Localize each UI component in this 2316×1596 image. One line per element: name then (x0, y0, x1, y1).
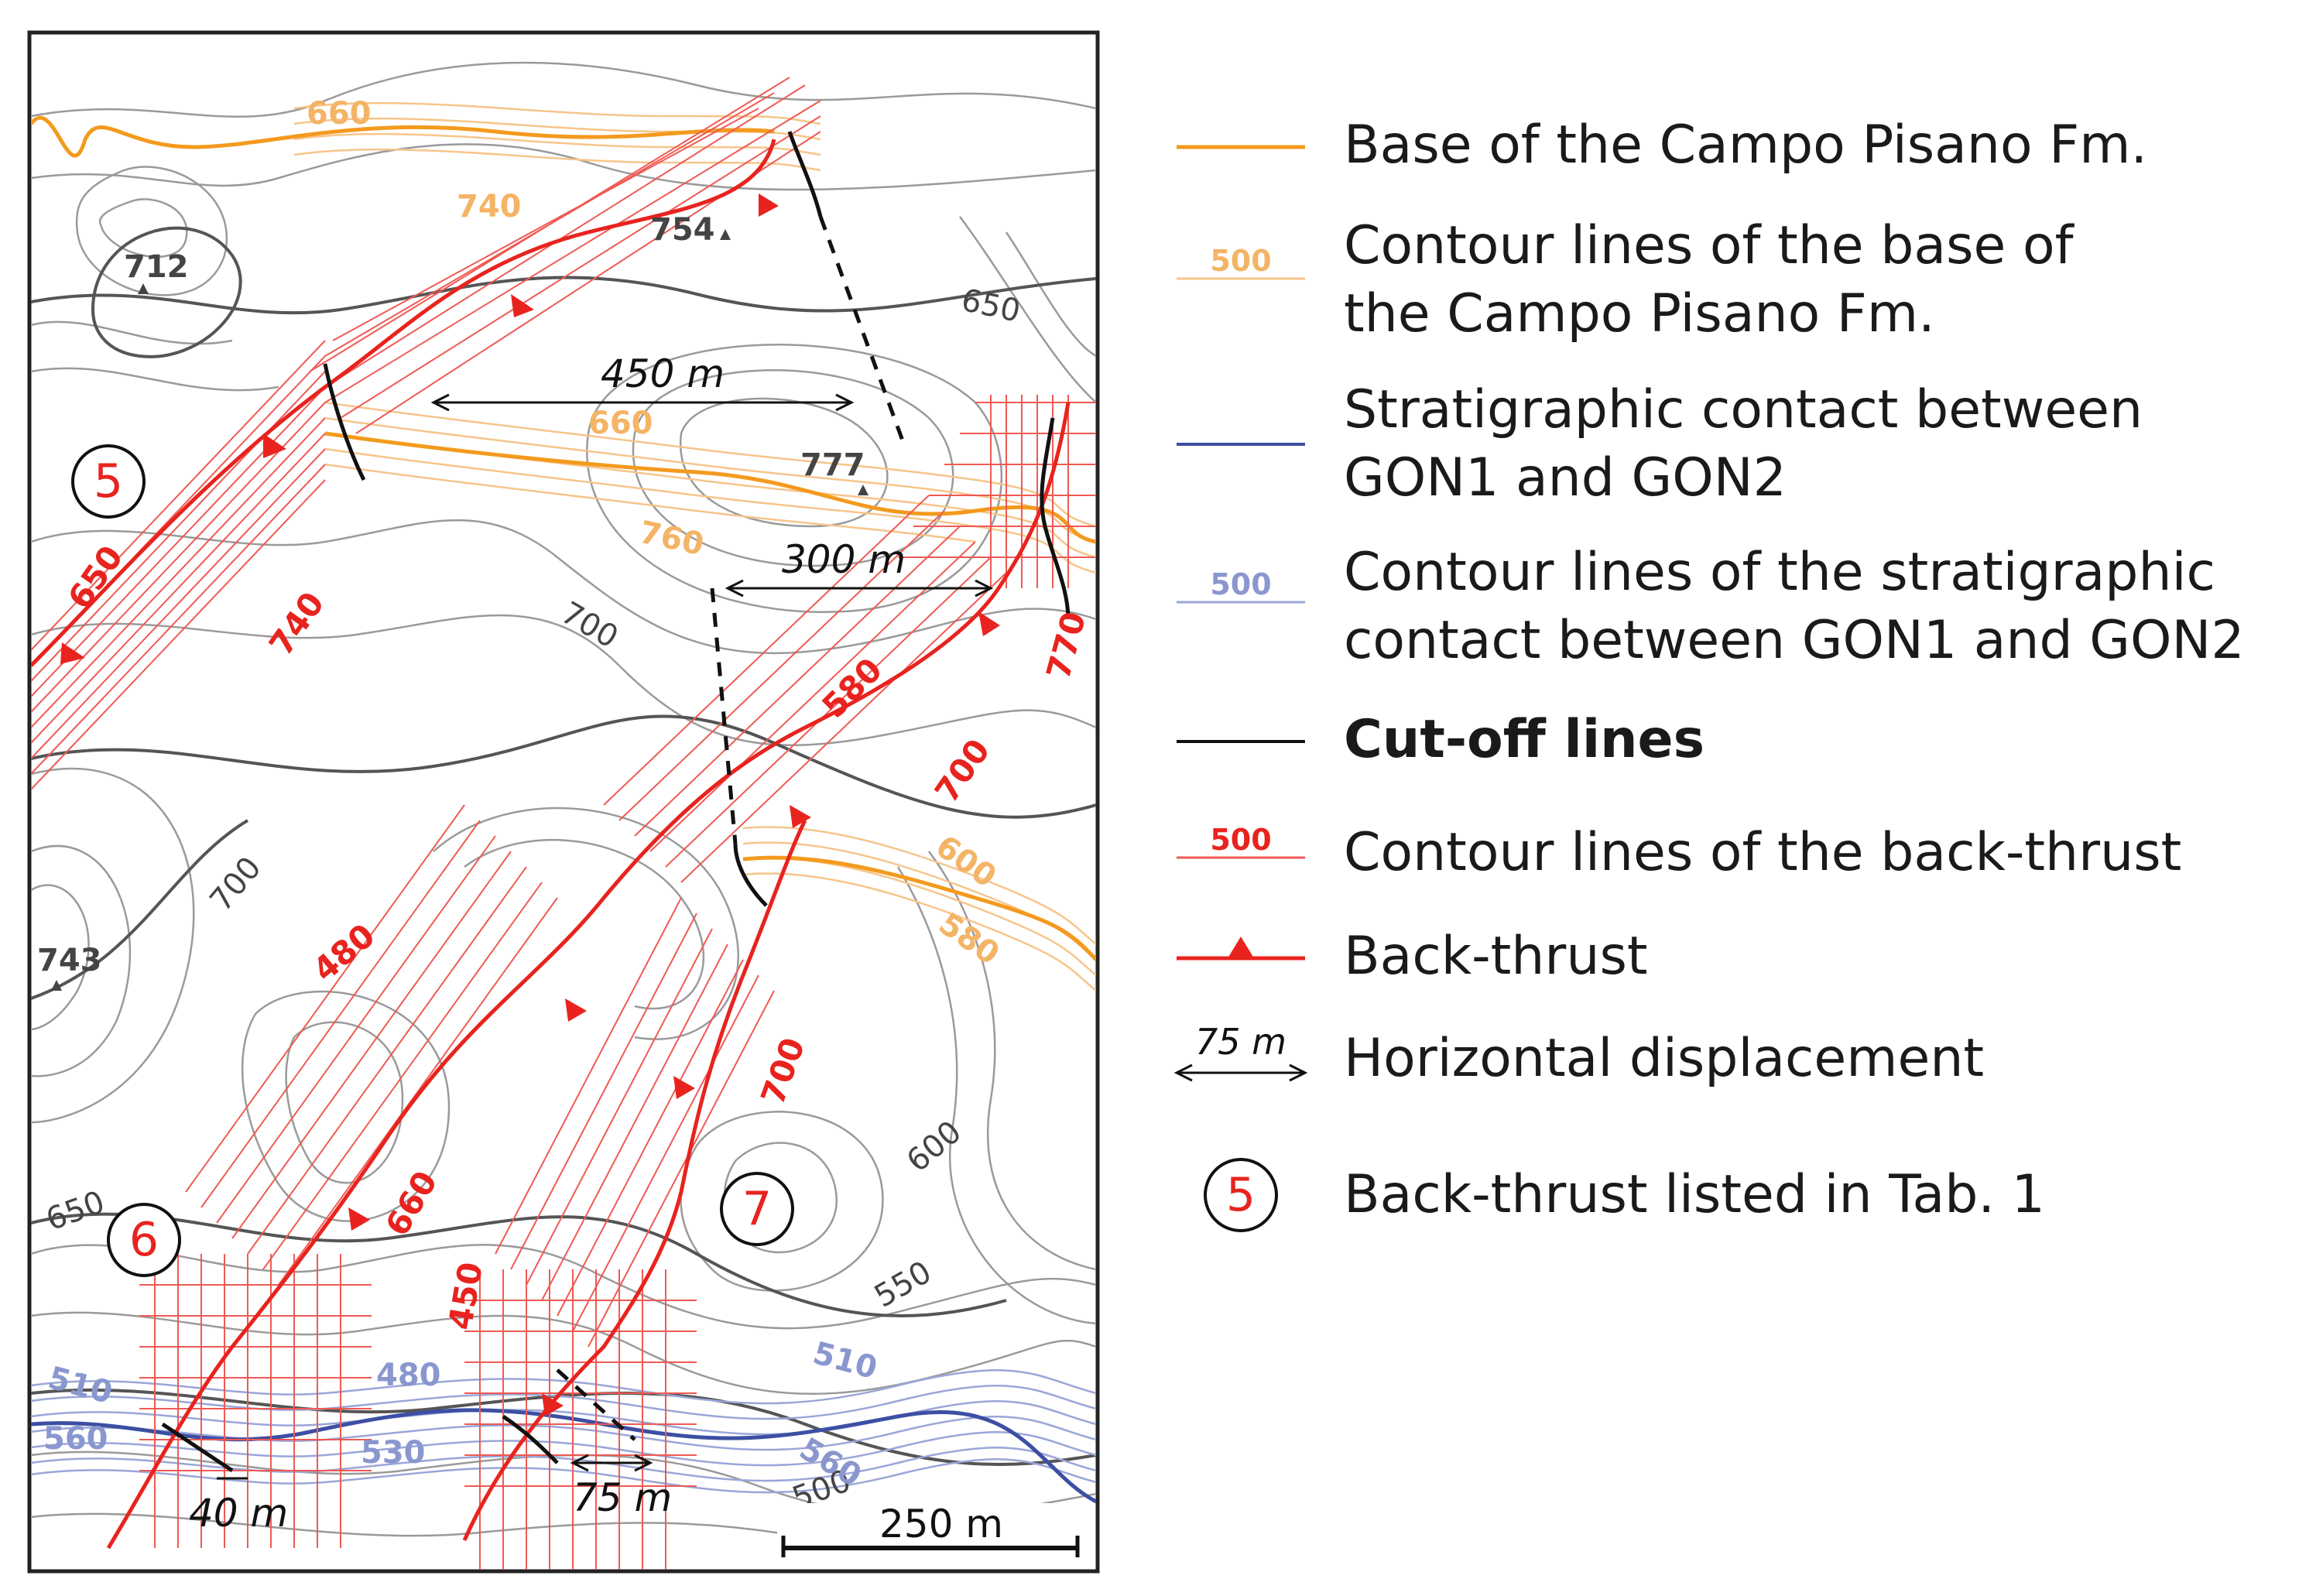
legend-item-campo-base: Base of the Campo Pisano Fm. (1177, 115, 2147, 176)
peak-markers (51, 229, 868, 991)
legend-label: Contour lines of the base of (1344, 215, 2075, 276)
thrust-number-circle (720, 1172, 794, 1246)
thrust-number: 5 (94, 454, 123, 509)
campo-base-line (31, 115, 1096, 961)
campo-contour-label: 740 (457, 189, 522, 224)
legend-item-listed: 5 Back-thrust listed in Tab. 1 (1204, 1158, 2045, 1232)
map-border (27, 30, 1100, 1574)
legend-item-backthrust: Back-thrust (1177, 926, 1648, 987)
thrust-number: 6 (129, 1213, 159, 1267)
legend-sample-value: 5 (1226, 1168, 1256, 1222)
peak-label: 743 (37, 943, 102, 978)
legend-label: Back-thrust listed in Tab. 1 (1344, 1164, 2045, 1225)
backthrust-traces (31, 139, 1071, 1550)
campo-contour-label: 660 (307, 96, 372, 132)
legend-sample-value: 500 (1210, 823, 1271, 857)
displacement-label: 40 m (189, 1491, 288, 1536)
peak-label: 777 (800, 447, 865, 483)
campo-contours (293, 101, 1096, 992)
legend-label: Stratigraphic contact between (1344, 379, 2143, 440)
topographic-contours (31, 61, 1096, 1557)
backthrust-tooth-icon (1228, 937, 1254, 958)
legend-label: Contour lines of the back-thrust (1344, 822, 2181, 883)
legend: Base of the Campo Pisano Fm. 500 Contour… (1173, 115, 2245, 1232)
gon-contour-label: 530 (361, 1435, 426, 1471)
legend-item-gon-contours: 500 Contour lines of the stratigraphic c… (1177, 542, 2245, 671)
legend-sample-value: 500 (1210, 244, 1271, 278)
legend-label: Cut-off lines (1344, 709, 1704, 770)
legend-item-backthrust-contours: 500 Contour lines of the back-thrust (1177, 822, 2181, 883)
thrust-number: 7 (742, 1182, 772, 1236)
cutoff-lines (161, 131, 1071, 1473)
arrowhead-right-icon (1289, 1063, 1308, 1082)
thrust-number-circle (107, 1203, 181, 1277)
legend-label: Contour lines of the stratigraphic (1344, 542, 2215, 603)
legend-item-displacement: 75 m Horizontal displacement (1173, 1021, 1984, 1089)
legend-label: Horizontal displacement (1344, 1028, 1984, 1089)
peak-label: 712 (124, 249, 189, 285)
campo-contour-label: 660 (588, 406, 653, 441)
thrust-number-circle (71, 444, 146, 519)
legend-label: GON1 and GON2 (1344, 447, 1787, 509)
displacement-arrows (217, 393, 994, 1480)
scale-bar: 250 m (777, 1502, 1087, 1567)
legend-sample-value: 75 m (1195, 1021, 1286, 1063)
displacement-label: 450 m (601, 351, 725, 396)
scale-bar-label: 250 m (879, 1502, 1003, 1546)
legend-sample-value: 500 (1210, 567, 1271, 601)
legend-item-campo-contours: 500 Contour lines of the base of the Cam… (1177, 215, 2075, 344)
gon-contour-label: 560 (43, 1421, 108, 1457)
thrust-number-circle (1204, 1158, 1278, 1232)
map-panel: 712 754 777 743 650 700 700 600 650 550 … (27, 30, 1100, 1574)
peak-label: 754 (650, 212, 715, 248)
legend-label: Base of the Campo Pisano Fm. (1344, 115, 2147, 176)
arrowhead-left-icon (1173, 1063, 1193, 1082)
legend-label: the Campo Pisano Fm. (1344, 283, 1935, 344)
displacement-label: 75 m (573, 1475, 672, 1520)
legend-item-gon-contact: Stratigraphic contact between GON1 and G… (1177, 379, 2143, 509)
legend-item-cutoff: Cut-off lines (1177, 709, 1704, 770)
backthrust-teeth (60, 194, 1000, 1416)
displacement-label: 300 m (782, 537, 906, 582)
legend-label: contact between GON1 and GON2 (1344, 610, 2245, 671)
gon-contour-label: 480 (376, 1358, 441, 1393)
legend-label: Back-thrust (1344, 926, 1648, 987)
